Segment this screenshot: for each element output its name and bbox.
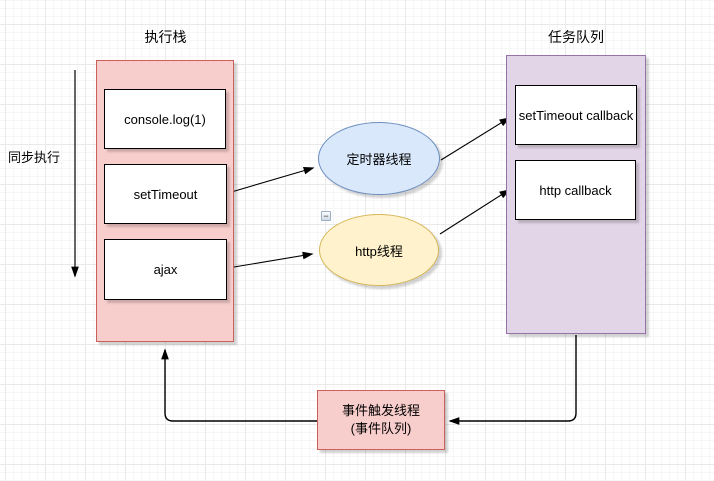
event-trigger-thread-box[interactable]: 事件触发线程 (事件队列): [317, 390, 445, 450]
stack-item-console-log[interactable]: console.log(1): [104, 89, 226, 149]
timer-thread-ellipse[interactable]: 定时器线程: [318, 122, 440, 195]
stack-item-settimeout[interactable]: setTimeout: [104, 164, 227, 224]
queue-item-settimeout-callback[interactable]: setTimeout callback: [515, 85, 637, 145]
stack-item-ajax[interactable]: ajax: [104, 239, 227, 300]
task-queue-title: 任务队列: [548, 29, 604, 45]
collapse-minus-icon[interactable]: −: [321, 211, 331, 221]
stack-title: 执行栈: [144, 29, 187, 45]
queue-item-label: setTimeout callback: [518, 107, 634, 123]
sync-execution-label: 同步执行: [8, 150, 61, 165]
http-thread-ellipse[interactable]: http线程: [319, 214, 439, 286]
http-thread-label: http线程: [355, 243, 403, 259]
timer-thread-label: 定时器线程: [346, 152, 412, 167]
queue-item-http-callback[interactable]: http callback: [515, 160, 636, 220]
arrow-ajax-to-http-thread: [227, 251, 314, 269]
stack-item-label: ajax: [153, 262, 178, 277]
event-trigger-thread-label-line2: (事件队列): [350, 421, 412, 436]
stack-item-label: console.log(1): [124, 111, 206, 127]
event-trigger-thread-label-line1: 事件触发线程: [341, 403, 420, 419]
arrow-timer-thread-to-settimeout-callback: [440, 117, 511, 161]
arrow-task-queue-to-event-thread: [448, 335, 577, 425]
queue-item-label: http callback: [539, 182, 612, 198]
arrow-event-thread-to-stack: [161, 348, 317, 422]
arrow-http-thread-to-http-callback: [439, 189, 511, 235]
stack-item-label: setTimeout: [133, 186, 198, 202]
arrow-settimeout-to-timer-thread: [227, 166, 315, 194]
